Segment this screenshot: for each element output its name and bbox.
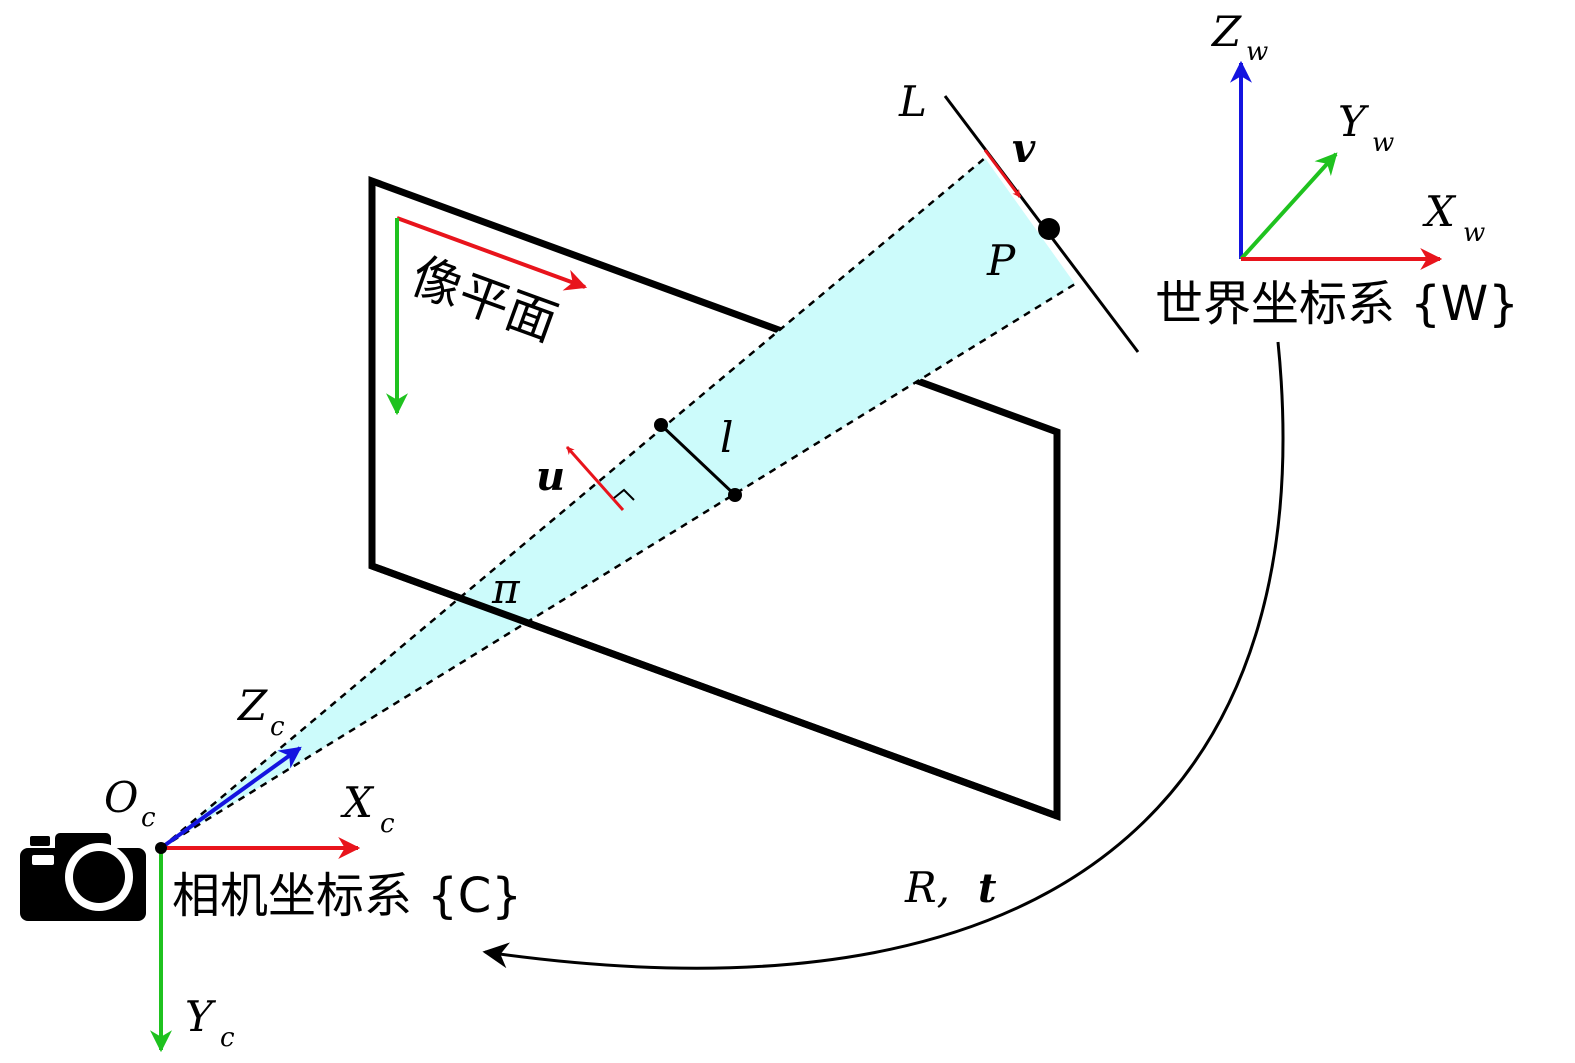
svg-text:w: w [1372, 128, 1394, 158]
right-angle-mark [613, 488, 635, 501]
world-x-label: X w [1422, 187, 1485, 248]
normal-u-label: u [536, 453, 565, 500]
svg-text:Z: Z [1210, 7, 1242, 56]
plane-pi-lower-edge [160, 282, 1076, 850]
svg-text:c: c [270, 712, 285, 742]
svg-text:w: w [1463, 218, 1485, 248]
camera-origin-label: O c [104, 773, 156, 833]
normal-u-arrow [565, 446, 625, 511]
image-line-endpoint-2 [728, 488, 742, 502]
image-plane-label: 像平面 [404, 247, 565, 353]
transform-label: R, t [904, 863, 997, 912]
svg-text:Y: Y [1338, 97, 1370, 146]
camera-frame-label: 相机坐标系 {C} [172, 868, 522, 924]
image-line-endpoint-1 [654, 418, 668, 432]
direction-v-label: v [1012, 125, 1036, 172]
world-z-label: Z w [1210, 7, 1268, 67]
camera-z-axis [159, 746, 302, 850]
svg-text:t: t [978, 865, 997, 912]
world-frame-label: 世界坐标系 {W} [1155, 276, 1519, 332]
svg-text:X: X [1422, 187, 1457, 236]
svg-text:Y: Y [185, 992, 217, 1041]
svg-text:Z: Z [236, 681, 268, 730]
point-P-label: P [986, 236, 1016, 285]
image-line-l [659, 423, 737, 497]
camera-z-label: Z c [236, 681, 285, 742]
svg-text:c: c [380, 809, 395, 839]
camera-y-label: Y c [185, 992, 235, 1053]
image-plane-u-axis [396, 216, 588, 291]
transform-arc [482, 341, 1285, 970]
image-line-l-label: l [720, 413, 733, 462]
svg-text:c: c [220, 1023, 235, 1053]
svg-text:O: O [104, 773, 138, 822]
svg-text:w: w [1246, 37, 1268, 67]
plane-pi-upper-edge [160, 157, 986, 849]
camera-x-label: X c [340, 778, 395, 839]
svg-text:R,: R, [904, 863, 950, 912]
point-P [1038, 218, 1060, 240]
direction-v-arrow [983, 149, 1022, 198]
world-y-label: Y w [1338, 97, 1394, 158]
camera-origin-point [155, 842, 167, 854]
svg-text:X: X [340, 778, 375, 827]
world-y-axis [1239, 152, 1338, 261]
image-plane-bottom-edge [370, 562, 1059, 820]
camera-icon [20, 833, 146, 921]
plane-pi-label: π [491, 564, 521, 613]
svg-text:c: c [141, 803, 156, 833]
line-L-label: L [898, 77, 927, 126]
